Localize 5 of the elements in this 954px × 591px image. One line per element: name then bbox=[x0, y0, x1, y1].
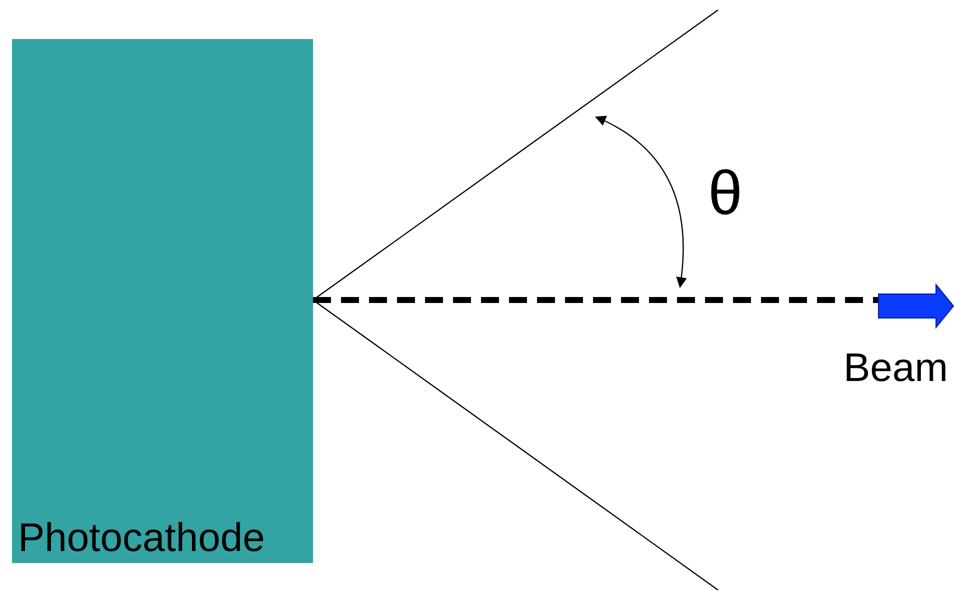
block-label: Photocathode bbox=[18, 516, 265, 561]
angle-symbol: θ bbox=[708, 158, 742, 229]
photocathode-block bbox=[12, 39, 313, 563]
beam-label: Beam bbox=[844, 346, 948, 391]
beam-axis-line bbox=[313, 297, 878, 303]
